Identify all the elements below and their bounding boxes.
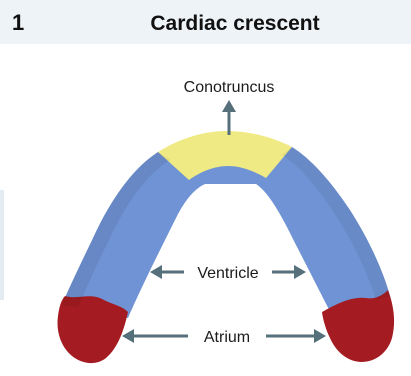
atrium-label: Atrium bbox=[204, 329, 250, 346]
conotruncus-label: Conotruncus bbox=[184, 79, 275, 96]
ventricle-arrow-right-head bbox=[294, 265, 306, 279]
ventricle-arrow-left-head bbox=[150, 265, 162, 279]
conotruncus-arrow-head bbox=[222, 100, 236, 112]
atrium-arrow-left-head bbox=[122, 329, 134, 343]
atrium-arrow-right-head bbox=[314, 329, 326, 343]
ventricle-label: Ventricle bbox=[197, 265, 258, 282]
